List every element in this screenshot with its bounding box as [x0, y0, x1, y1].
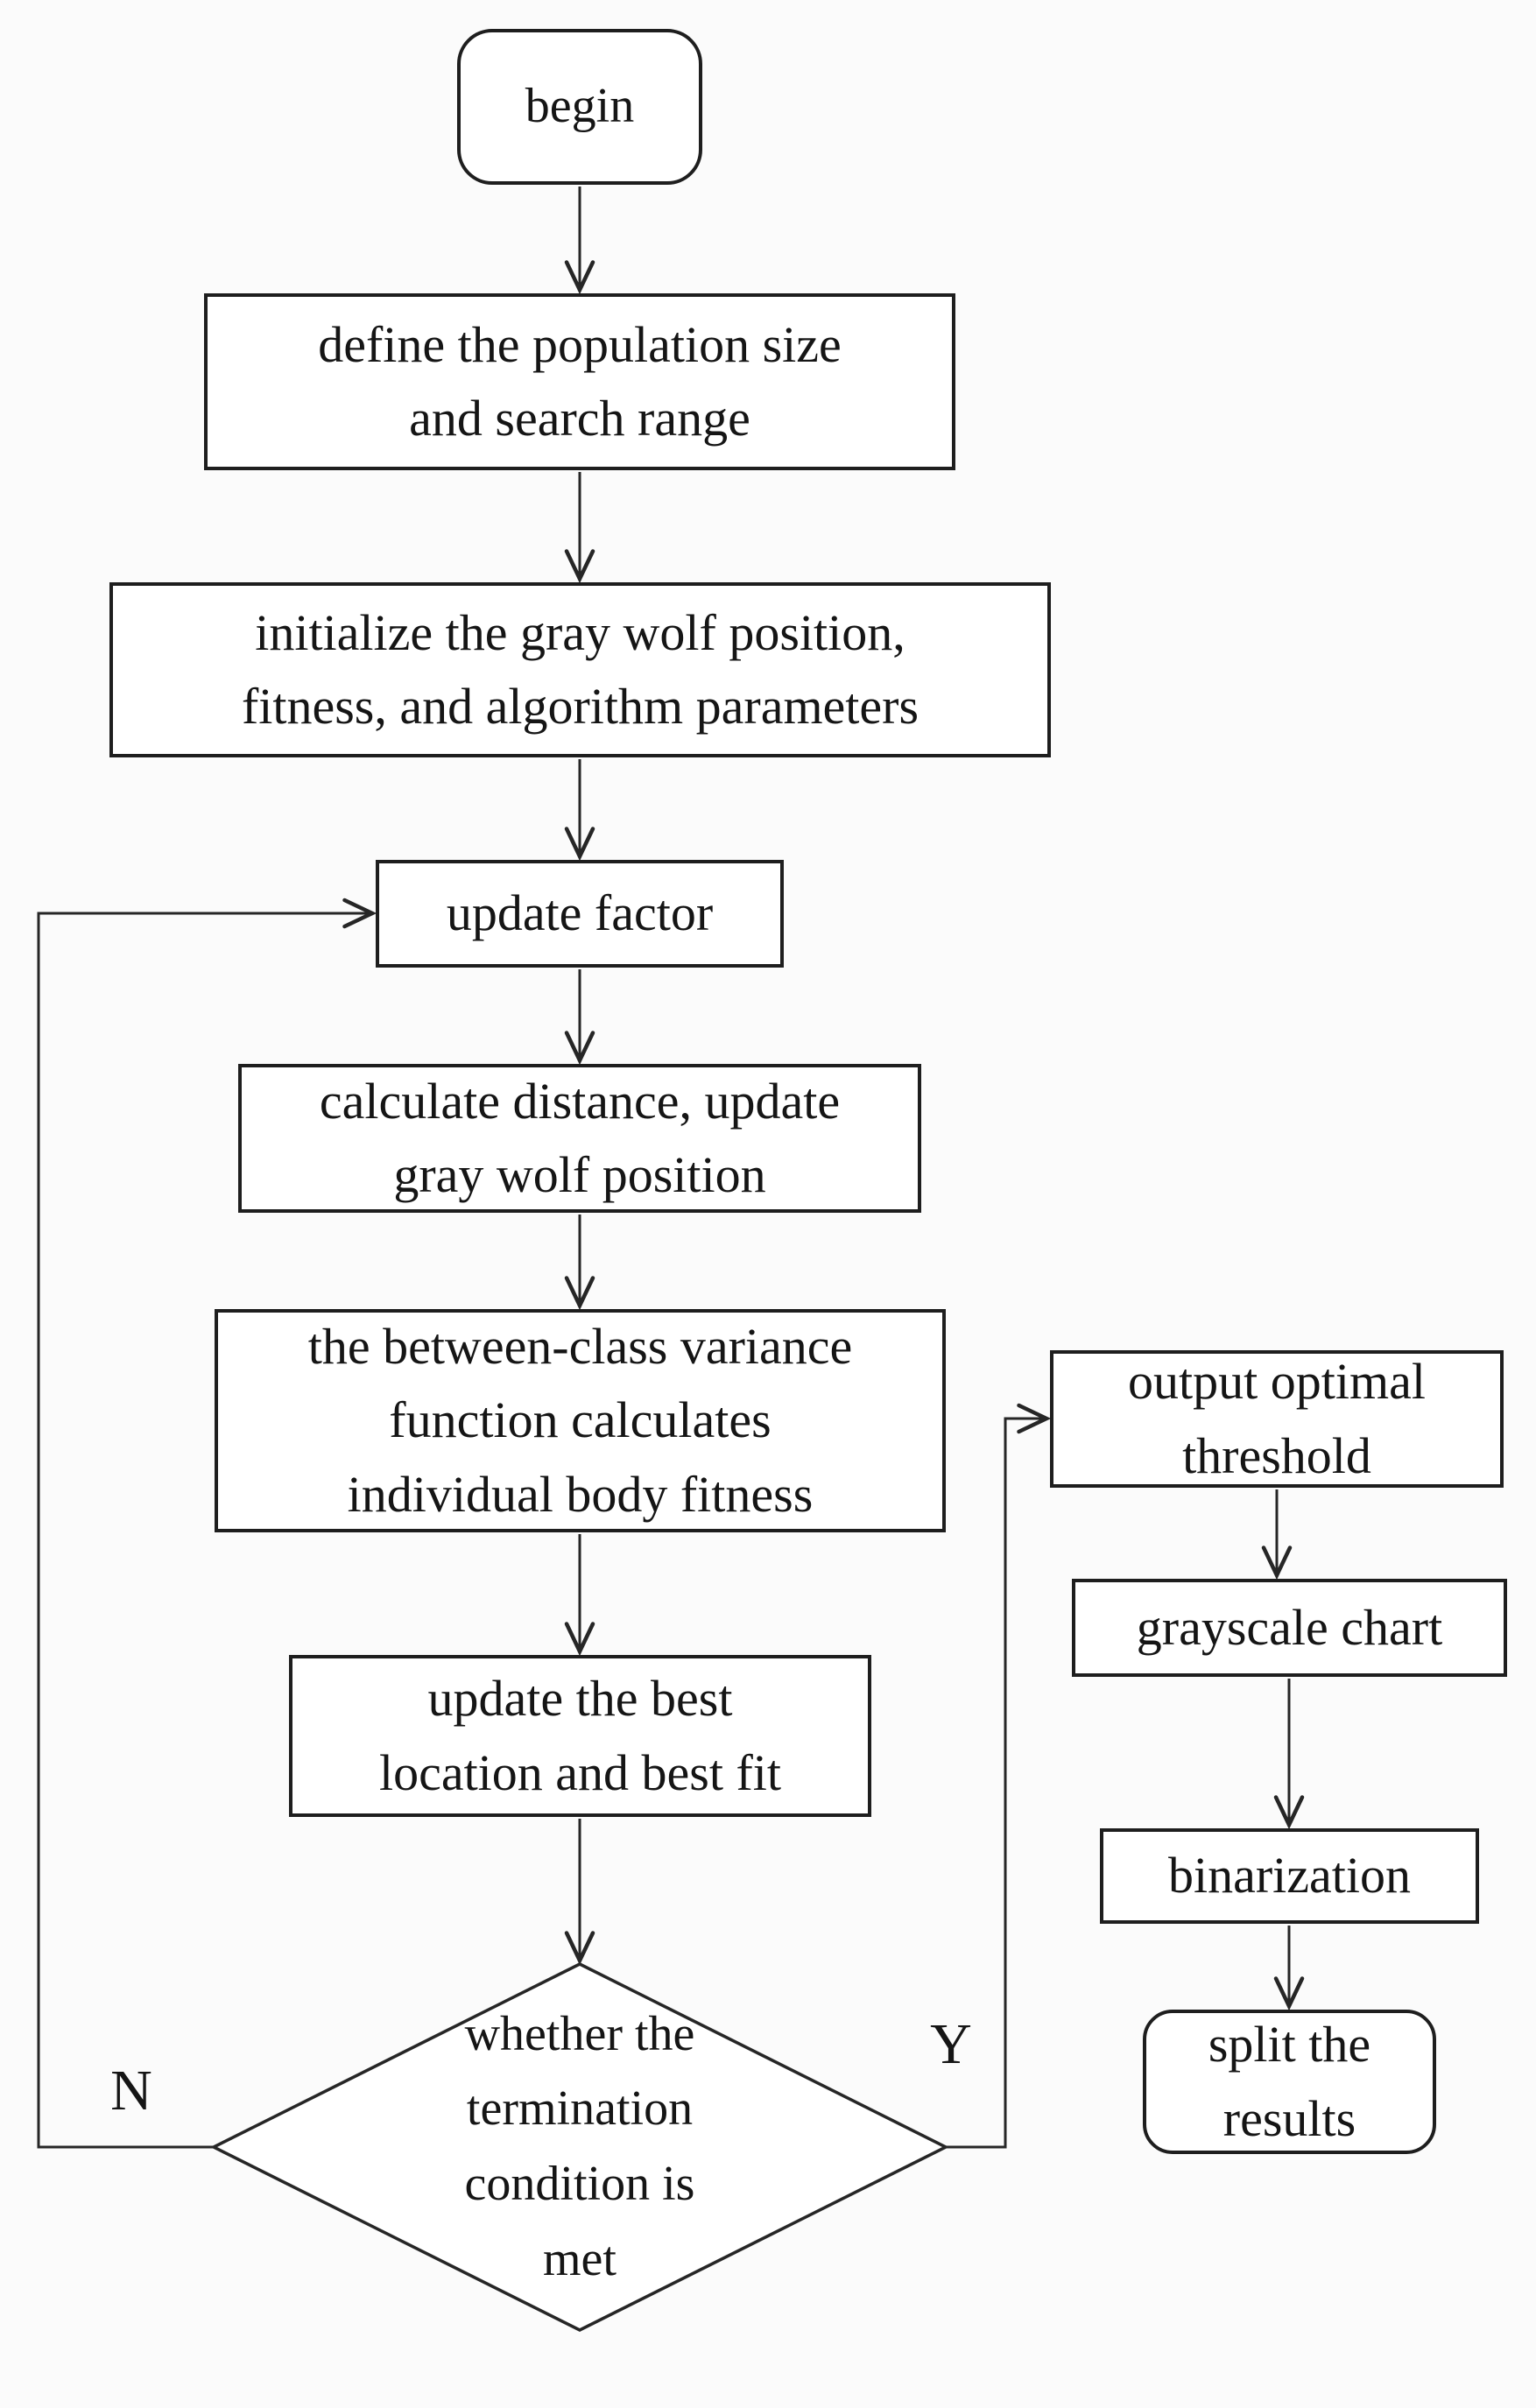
- node-grayscale-chart: grayscale chart: [1072, 1579, 1507, 1677]
- node-line: update the best: [427, 1670, 733, 1728]
- node-line: gray wolf position: [393, 1146, 766, 1203]
- node-line: location and best fit: [378, 1743, 782, 1801]
- node-line: calculate distance, update: [319, 1072, 841, 1130]
- branch-label-yes: Y: [930, 2012, 972, 2076]
- node-line: condition is: [464, 2157, 695, 2211]
- node-decision-label: whether the termination condition is met: [396, 1988, 764, 2306]
- node-calculate-distance: calculate distance, update gray wolf pos…: [238, 1064, 921, 1213]
- node-line: define the population size: [318, 315, 842, 373]
- edge-decision-yes: [946, 1403, 1052, 2149]
- node-split-results: split the results: [1143, 2010, 1436, 2154]
- node-update-best: update the best location and best fit: [289, 1655, 871, 1817]
- node-line: split the: [1208, 2016, 1371, 2074]
- node-line: initialize the gray wolf position,: [255, 603, 905, 661]
- node-line: met: [543, 2231, 617, 2286]
- node-initialize: initialize the gray wolf position, fitne…: [109, 582, 1051, 757]
- node-line: function calculates: [389, 1391, 772, 1449]
- node-line: termination: [466, 2081, 694, 2137]
- decision-diamond: [210, 1962, 949, 2332]
- node-line: threshold: [1182, 1426, 1371, 1484]
- node-line: output optimal: [1128, 1353, 1426, 1411]
- node-update-factor: update factor: [376, 860, 784, 968]
- node-line: results: [1222, 2089, 1356, 2147]
- node-begin-label: begin: [525, 79, 635, 134]
- node-line: binarization: [1167, 1847, 1411, 1905]
- node-line: fitness, and algorithm parameters: [241, 678, 919, 735]
- branch-label-no: N: [110, 2059, 152, 2123]
- edge-decision-no-loop: [37, 898, 377, 2149]
- node-output-threshold: output optimal threshold: [1050, 1350, 1504, 1488]
- node-binarization: binarization: [1100, 1828, 1479, 1924]
- node-line: individual body fitness: [347, 1465, 814, 1523]
- node-line: and search range: [409, 390, 750, 447]
- node-line: the between-class variance: [307, 1318, 853, 1376]
- node-begin: begin: [457, 29, 702, 185]
- node-line: whether the: [464, 2006, 695, 2061]
- node-line: update factor: [446, 884, 714, 942]
- node-between-class-variance: the between-class variance function calc…: [215, 1309, 946, 1532]
- node-line: grayscale chart: [1136, 1598, 1443, 1656]
- node-define-population: define the population size and search ra…: [204, 293, 955, 470]
